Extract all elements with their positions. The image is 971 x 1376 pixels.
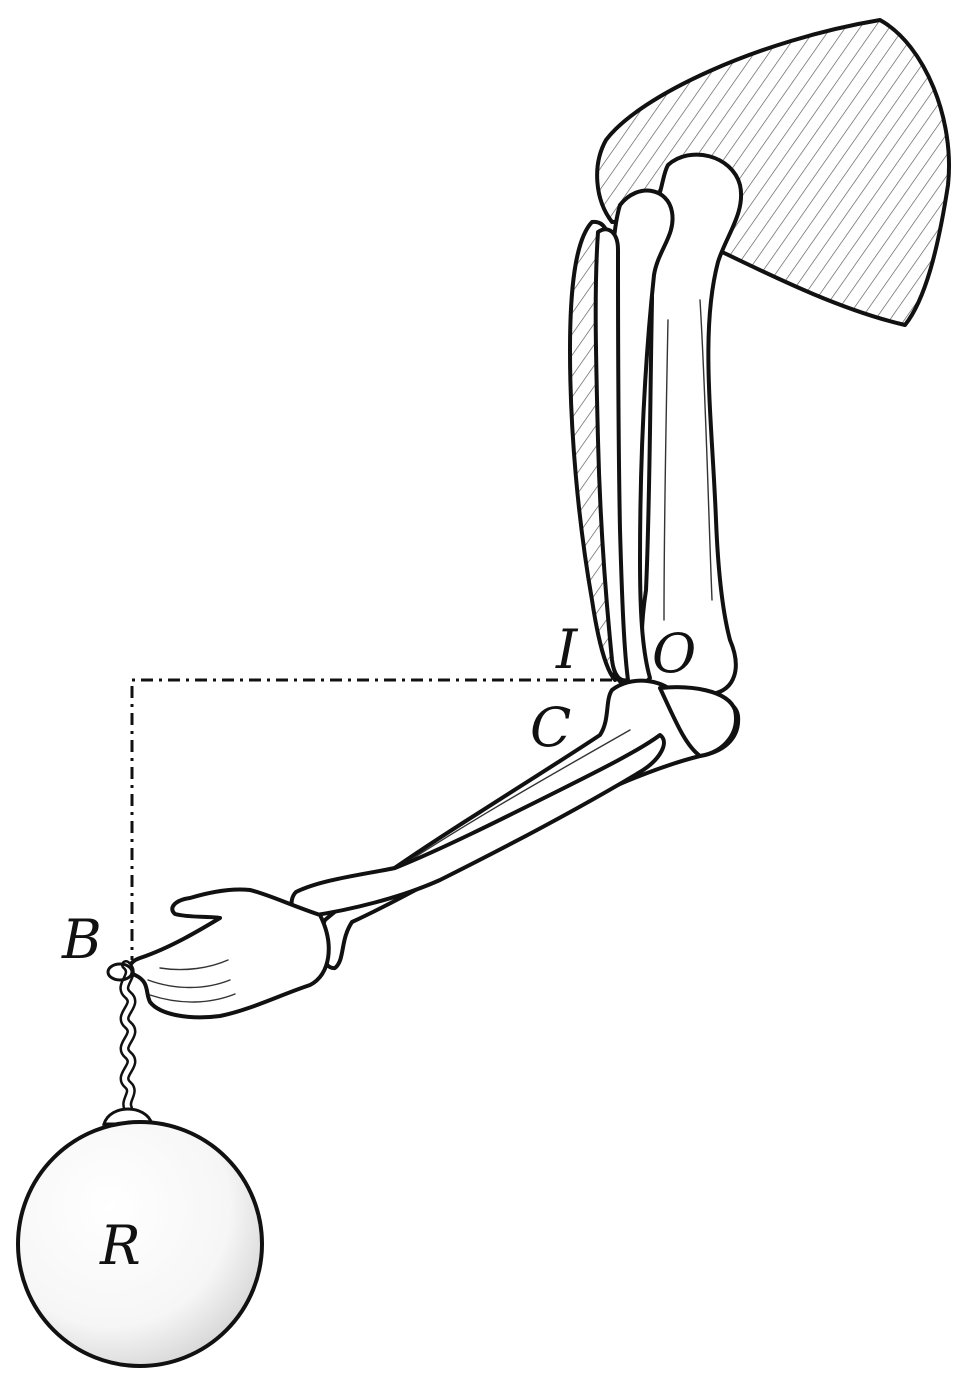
label-elbow: C — [530, 696, 571, 759]
label-hand-point: B — [61, 908, 102, 971]
inner-strip — [593, 227, 630, 683]
elbow-bump — [658, 685, 738, 758]
forearm-detail — [379, 729, 631, 881]
rope — [106, 960, 137, 1113]
radius-bone — [289, 733, 666, 919]
finger-line-2 — [149, 993, 236, 1003]
lever-arm-line — [130, 678, 612, 960]
finger-line-1 — [147, 979, 231, 989]
finger-line-3 — [159, 959, 229, 971]
label-insertion: I — [555, 618, 579, 681]
hand — [127, 887, 331, 1020]
label-load: R — [99, 1214, 141, 1277]
humerus-detail — [699, 299, 713, 601]
weight-ball — [16, 1120, 264, 1368]
label-origin: O — [652, 622, 696, 685]
humerus-detail-2 — [663, 319, 669, 621]
